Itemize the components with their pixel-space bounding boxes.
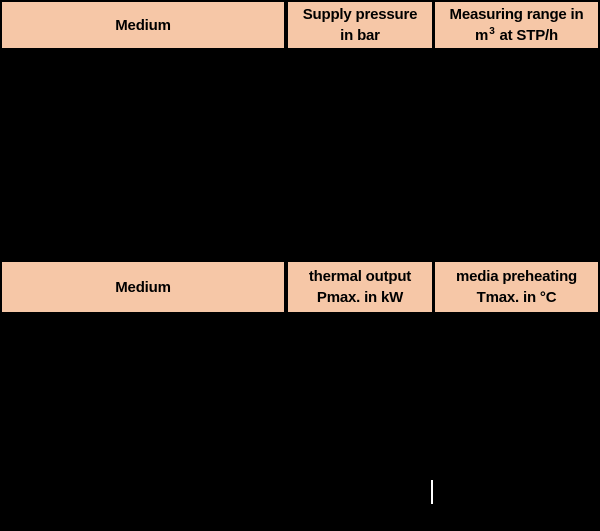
text-cursor[interactable] [431,480,433,504]
table2-header-thermal-output-line1: thermal output [308,268,412,285]
table1-header-medium: Medium [2,2,284,48]
table1-header-measuring-range: Measuring range in m3 at STP/h [435,2,598,48]
unit-at-stp-h: at STP/h [495,27,559,44]
table1-header-medium-label: Medium [115,16,171,34]
table2-header-thermal-output: thermal output Pmax. in kW [288,262,432,312]
table2-header-medium-label: Medium [115,278,171,296]
table1-header-measuring-range-line2: m3 at STP/h [475,25,558,46]
table1-header-supply-pressure-line2: in bar [340,27,380,44]
column-divider [284,2,288,48]
table2-header-media-preheating-line2: Tmax. in °C [476,289,557,306]
table2-header-row: Medium thermal output Pmax. in kW media … [2,262,598,312]
table2-header-media-preheating: media preheating Tmax. in °C [435,262,598,312]
table1-header-measuring-range-line1: Measuring range in [449,6,584,23]
unit-m: m [475,27,489,44]
column-divider [284,262,288,312]
table2-header-media-preheating-line1: media preheating [456,268,577,285]
column-divider [432,262,435,312]
table1-header-row: Medium Supply pressure in bar Measuring … [2,2,598,48]
column-divider [432,2,435,48]
table2-header-medium: Medium [2,262,284,312]
unit-cubed-superscript: 3 [489,26,495,37]
table1-header-supply-pressure: Supply pressure in bar [288,2,432,48]
table1-header-supply-pressure-line1: Supply pressure [302,6,418,23]
table2-header-thermal-output-line2: Pmax. in kW [316,289,404,306]
